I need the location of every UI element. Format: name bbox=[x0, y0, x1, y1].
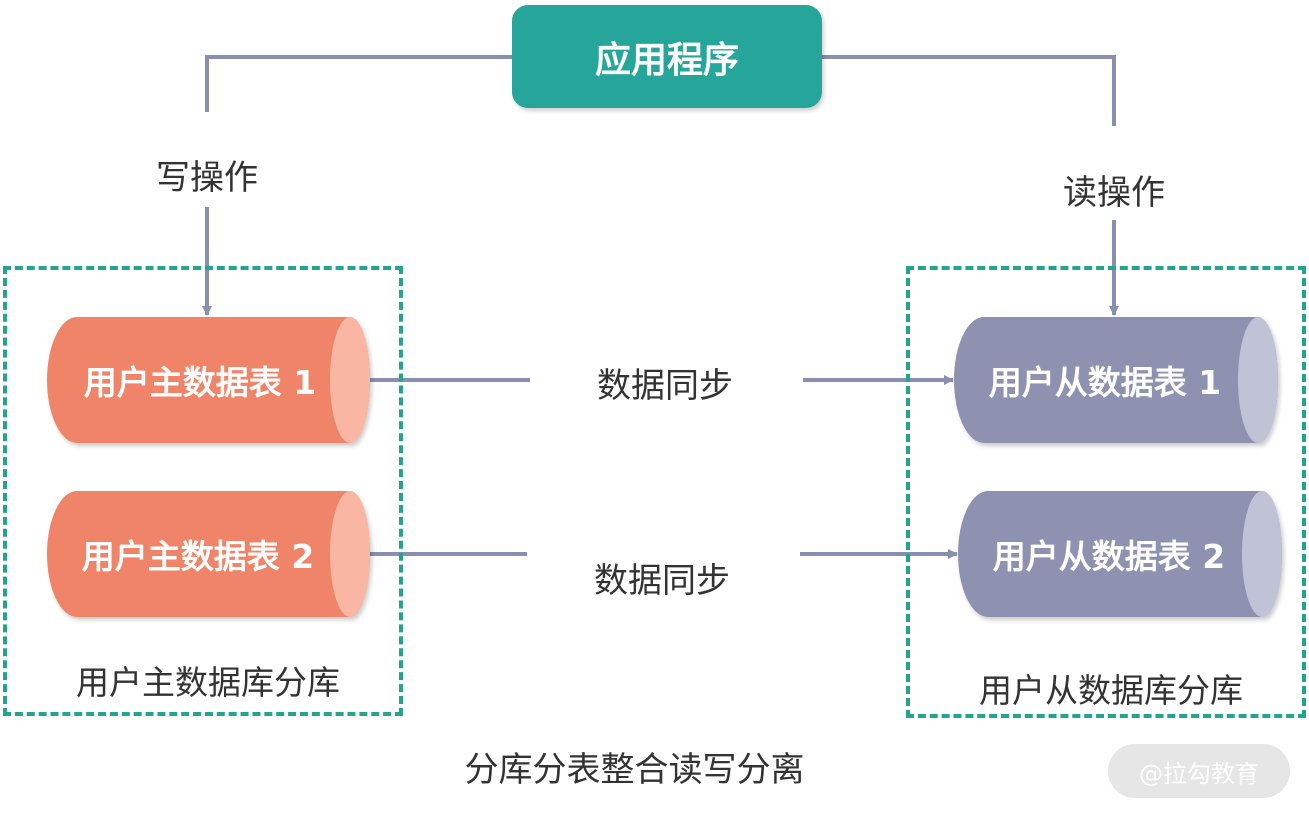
sync-label-2: 数据同步 bbox=[594, 561, 730, 601]
application-label: 应用程序 bbox=[594, 39, 739, 81]
slave-table-1-cylinder bbox=[954, 317, 1278, 443]
watermark-text: @拉勾教育 bbox=[1139, 759, 1259, 788]
app-to-read-line bbox=[822, 55, 1116, 126]
application-box: 应用程序 bbox=[512, 5, 822, 108]
slave-db-group bbox=[906, 266, 1306, 718]
app-to-write-line bbox=[205, 55, 512, 112]
master-table-1-label: 用户主数据表 1 bbox=[83, 363, 317, 402]
write-operation-label: 写操作 bbox=[137, 150, 277, 199]
slave-table-2-cylinder bbox=[958, 491, 1282, 617]
master-db-group bbox=[3, 266, 403, 716]
sync-label-1: 数据同步 bbox=[597, 366, 733, 406]
slave-table-2-label: 用户从数据表 2 bbox=[992, 537, 1226, 576]
watermark-badge: @拉勾教育 bbox=[1108, 744, 1290, 798]
diagram-caption: 分库分表整合读写分离 bbox=[464, 750, 805, 790]
slave-table-1-label: 用户从数据表 1 bbox=[988, 363, 1222, 402]
read-operation-label: 读操作 bbox=[1040, 165, 1188, 214]
master-table-2-label: 用户主数据表 2 bbox=[81, 537, 315, 576]
master-table-1-cylinder bbox=[47, 317, 370, 443]
master-db-group-label: 用户主数据库分库 bbox=[76, 663, 340, 702]
master-table-2-cylinder bbox=[47, 491, 370, 617]
slave-db-group-label: 用户从数据库分库 bbox=[979, 671, 1243, 710]
